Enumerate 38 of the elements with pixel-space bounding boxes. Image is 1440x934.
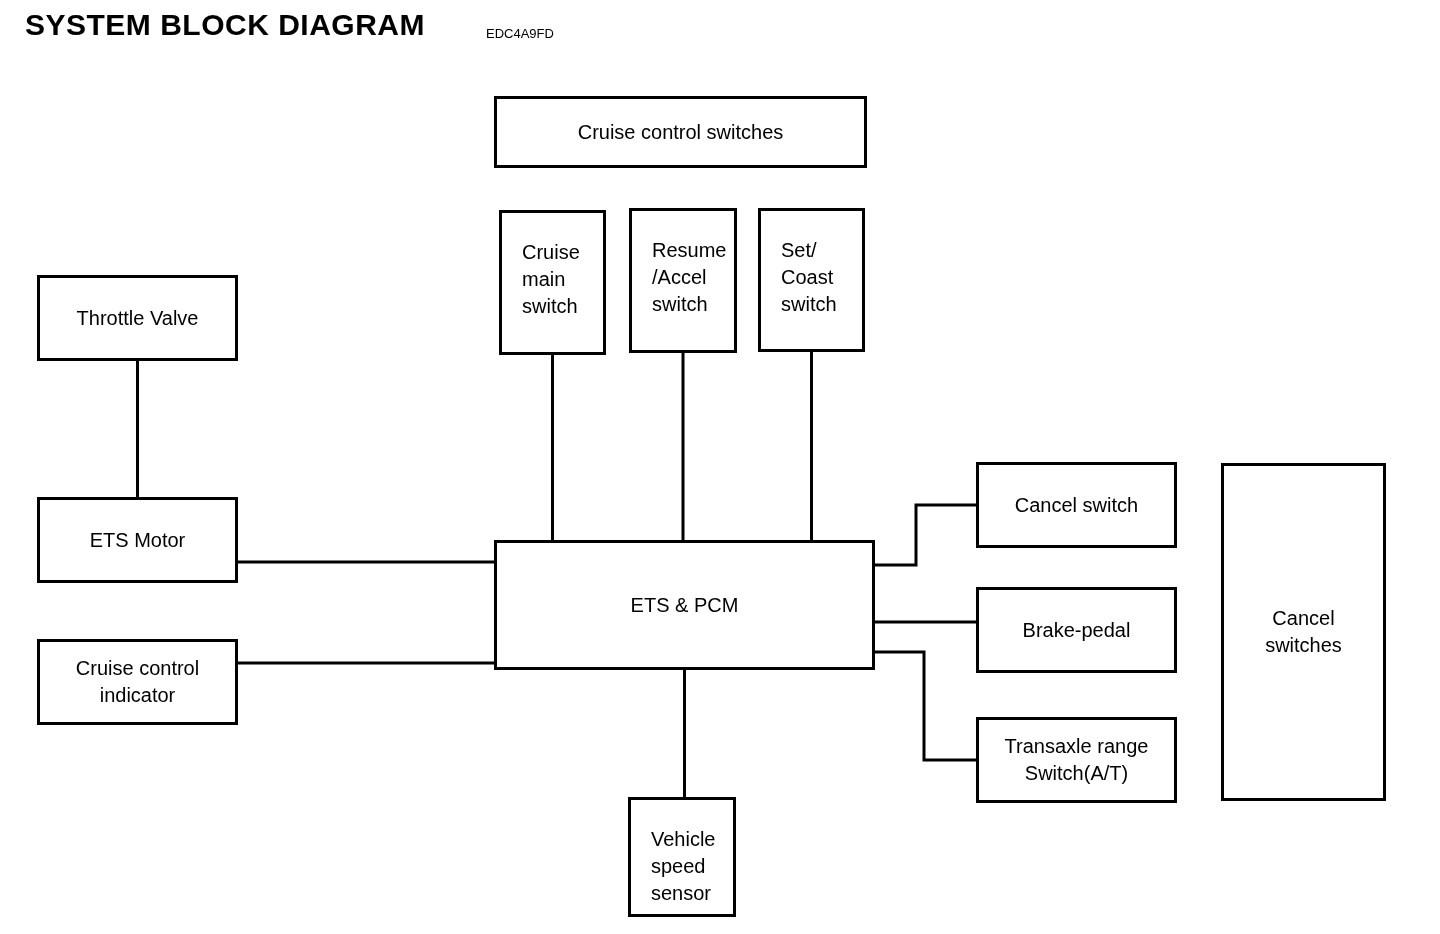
block-box [976,717,1177,803]
connector-line [875,503,976,567]
block-label: Throttle Valve [76,305,199,331]
block-label: Brake-pedal [1022,617,1131,643]
block-box [499,210,606,355]
connector-line [875,620,976,624]
block-box [628,797,736,917]
block-label: ETS & PCM [630,592,739,618]
block-label: Cancel switch [1014,492,1139,518]
block-box [494,540,875,670]
block-box [629,208,737,353]
block-box [976,587,1177,673]
block-label: Cruise control switches [577,119,784,145]
block-label: Cruise control indicator [74,656,201,708]
connector-line [136,361,139,497]
block-label: Set/ Coast switch [781,238,838,317]
block-box [758,208,865,352]
block-box [1221,463,1386,801]
block-box [37,497,238,583]
block-box [494,96,867,168]
connector-line [238,661,494,665]
block-box [976,462,1177,548]
connector-line [683,670,686,797]
block-label: Transaxle range Switch(A/T) [1003,734,1150,786]
block-box [37,639,238,725]
block-box [37,275,238,361]
connector-line [875,650,976,762]
block-label: Vehicle speed sensor [651,827,717,906]
block-label: ETS Motor [89,527,186,553]
connector-line [238,560,494,564]
block-label: Cancel switches [1264,606,1343,658]
connector-line [681,353,685,540]
document-code: EDC4A9FD [486,26,554,41]
diagram-title: SYSTEM BLOCK DIAGRAM [25,8,425,42]
block-label: Resume /Accel switch [652,238,727,317]
block-label: Cruise main switch [522,240,581,319]
connector-line [551,355,554,540]
connector-line [810,352,813,540]
